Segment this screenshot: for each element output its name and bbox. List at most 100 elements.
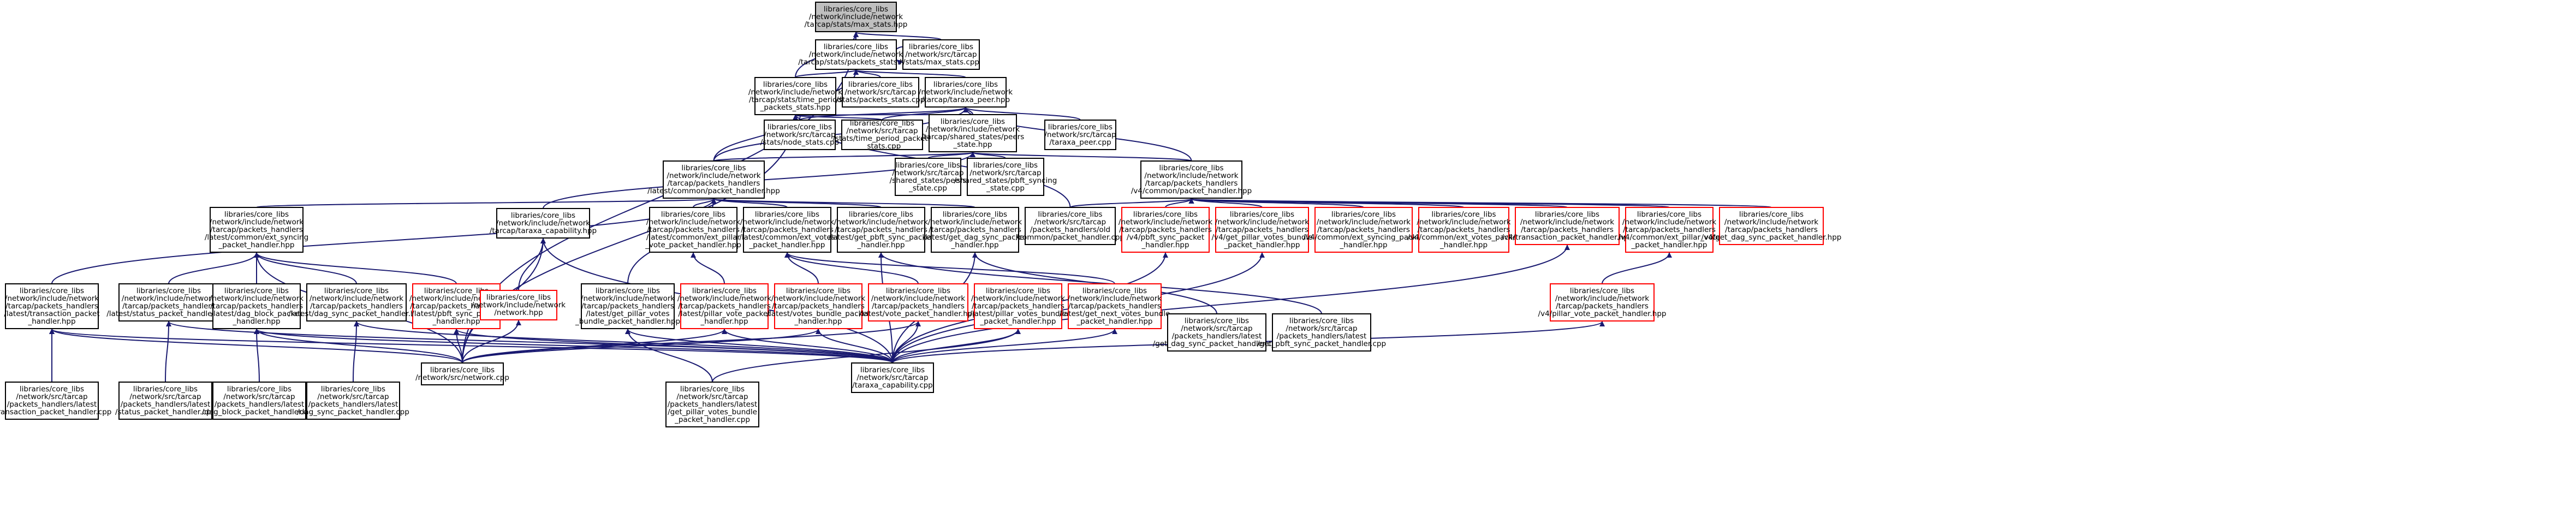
node-packets_stats_cpp[interactable]: libraries/core_libs/network/src/tarcap/s… bbox=[836, 77, 925, 108]
node-label-line: /network/src/tarcap bbox=[317, 392, 389, 401]
node-ext_pillar_vote_packet_handler[interactable]: libraries/core_libs/network/include/netw… bbox=[645, 207, 741, 253]
node-taraxa_peer_hpp[interactable]: libraries/core_libs/network/include/netw… bbox=[919, 77, 1013, 108]
node-dag_block_packet_handler[interactable]: libraries/core_libs/network/include/netw… bbox=[210, 283, 304, 329]
node-label-line: libraries/core_libs bbox=[133, 385, 198, 394]
node-v4_pbft_sync_packet_handler[interactable]: libraries/core_libs/network/include/netw… bbox=[1119, 207, 1212, 253]
node-get_pbft_sync_packet_handler[interactable]: libraries/core_libs/network/include/netw… bbox=[829, 207, 934, 253]
node-v4_ext_syncing_packet_handler[interactable]: libraries/core_libs/network/include/netw… bbox=[1304, 207, 1424, 253]
node-label-line: /latest/common/packet_handler.hpp bbox=[647, 187, 780, 195]
node-label-line: libraries/core_libs bbox=[1038, 210, 1102, 219]
node-label-line: /tarcap/packets_handlers bbox=[1725, 225, 1818, 234]
node-peers_state_cpp[interactable]: libraries/core_libs/network/src/tarcap/s… bbox=[890, 158, 967, 196]
node-label-line: /network/include/network bbox=[740, 218, 834, 227]
node-label-line: _vote_packet_handler.hpp bbox=[645, 241, 741, 249]
node-get_next_votes_bundle_packet_handler[interactable]: libraries/core_libs/network/include/netw… bbox=[1060, 283, 1170, 329]
node-label-line: /tarcap/packets_handlers bbox=[310, 302, 403, 311]
node-v4_ext_votes_packet_handler[interactable]: libraries/core_libs/network/include/netw… bbox=[1408, 207, 1520, 253]
node-label-line: /tarcap/packets_handlers bbox=[1119, 225, 1212, 234]
node-network_cpp[interactable]: libraries/core_libs/network/src/network.… bbox=[415, 362, 509, 385]
node-label-line: _handler.hpp bbox=[232, 317, 280, 326]
node-box bbox=[306, 283, 407, 322]
node-box bbox=[1272, 313, 1371, 352]
node-label-line: /tarcap/packets_handlers bbox=[741, 225, 834, 234]
node-time_period_hpp[interactable]: libraries/core_libs/network/include/netw… bbox=[748, 77, 842, 115]
node-max_stats_cpp[interactable]: libraries/core_libs/network/src/tarcap/s… bbox=[902, 39, 980, 70]
node-status_packet_handler[interactable]: libraries/core_libs/network/include/netw… bbox=[106, 283, 231, 322]
node-latest_get_dag_sync_packet_handler[interactable]: libraries/core_libs/network/include/netw… bbox=[923, 207, 1027, 253]
node-pillar_votes_bundle_packet_handler[interactable]: libraries/core_libs/network/include/netw… bbox=[969, 283, 1067, 329]
node-label-line: /tarcap/packets_handlers bbox=[5, 302, 98, 311]
node-v4_get_pillar_votes_bundle[interactable]: libraries/core_libs/network/include/netw… bbox=[1212, 207, 1313, 253]
node-box bbox=[837, 207, 925, 253]
edge-dag_sync_packet_handler-to-ext_syncing_packet_handler bbox=[254, 252, 357, 284]
edge-v4_get_dag_sync_packet_handler-to-v4_common_packet_handler bbox=[1189, 198, 1772, 208]
node-box bbox=[421, 362, 504, 385]
node-peers_state_hpp[interactable]: libraries/core_libs/network/include/netw… bbox=[921, 114, 1024, 152]
node-status_packet_handler_cpp[interactable]: libraries/core_libs/network/src/tarcap/p… bbox=[115, 382, 216, 420]
node-box bbox=[1121, 207, 1210, 253]
node-box bbox=[764, 120, 836, 150]
node-ext_votes_packet_handler[interactable]: libraries/core_libs/network/include/netw… bbox=[739, 207, 835, 253]
node-label-line: /v4/get_dag_sync_packet_handler.hpp bbox=[1702, 233, 1842, 242]
edge-v4_common_packet_handler-to-peers_state_hpp bbox=[970, 152, 1192, 162]
node-label-line: /shared_states/peers bbox=[890, 176, 967, 185]
node-box bbox=[842, 77, 919, 108]
node-transaction_packet_handler_cpp[interactable]: libraries/core_libs/network/src/tarcap/p… bbox=[0, 382, 111, 420]
node-label-line: /get_pbft_sync_packet_handler.cpp bbox=[1257, 340, 1386, 348]
node-dag_sync_packet_handler[interactable]: libraries/core_libs/network/include/netw… bbox=[288, 283, 425, 322]
node-label-line: /latest/transaction_packet bbox=[4, 309, 99, 318]
node-pbft_sync_packet_handler[interactable]: libraries/core_libs/network/include/netw… bbox=[409, 283, 503, 329]
node-label-line: libraries/core_libs bbox=[20, 287, 84, 295]
node-pbft_syncing_state_cpp[interactable]: libraries/core_libs/network/src/tarcap/s… bbox=[954, 158, 1057, 196]
node-label-line: /network/include/network bbox=[926, 125, 1020, 134]
node-network_hpp[interactable]: libraries/core_libs/network/include/netw… bbox=[472, 290, 566, 320]
node-label-line: /packets_handlers/latest bbox=[1277, 332, 1367, 341]
node-get_pbft_sync_packet_handler_cpp[interactable]: libraries/core_libs/network/src/tarcap/p… bbox=[1257, 313, 1386, 352]
node-label-line: /tarcap/packets_handlers bbox=[929, 225, 1021, 234]
node-v4_get_dag_sync_packet_handler[interactable]: libraries/core_libs/network/include/netw… bbox=[1702, 207, 1842, 245]
node-label-line: /tarcap/packets_handlers bbox=[872, 302, 965, 311]
node-latest_common_packet_handler[interactable]: libraries/core_libs/network/include/netw… bbox=[647, 160, 780, 199]
node-vote_packet_handler[interactable]: libraries/core_libs/network/include/netw… bbox=[859, 283, 977, 322]
node-label-line: /network/include/network bbox=[677, 294, 771, 303]
node-get_pillar_votes_bundle_packet_handler[interactable]: libraries/core_libs/network/include/netw… bbox=[575, 283, 680, 329]
node-label-line: /network/include/network bbox=[928, 218, 1022, 227]
edge-get_pbft_sync_packet_handler_cpp-to-get_pbft_sync_packet_handler bbox=[878, 252, 1322, 314]
node-label-line: libraries/core_libs bbox=[424, 287, 489, 295]
node-v4_transaction_packet_handler[interactable]: libraries/core_libs/network/include/netw… bbox=[1502, 207, 1633, 245]
node-time_period_cpp[interactable]: libraries/core_libs/network/src/tarcap/s… bbox=[832, 119, 931, 151]
node-box bbox=[895, 158, 961, 196]
node-label-line: /v4/pbft_sync_packet bbox=[1127, 233, 1204, 242]
node-get_pillar_votes_bundle_packet_handler_cpp[interactable]: libraries/core_libs/network/src/tarcap/p… bbox=[665, 382, 759, 427]
node-taraxa_peer_cpp[interactable]: libraries/core_libs/network/src/tarcap/t… bbox=[1044, 120, 1116, 150]
node-v4_common_packet_handler[interactable]: libraries/core_libs/network/include/netw… bbox=[1131, 160, 1252, 199]
node-v4_ext_pillar_vote_packet_handler[interactable]: libraries/core_libs/network/include/netw… bbox=[1618, 207, 1721, 253]
node-v4_pillar_vote_packet_handler[interactable]: libraries/core_libs/network/include/netw… bbox=[1538, 283, 1667, 322]
node-taraxa_capability_cpp[interactable]: libraries/core_libs/network/src/tarcap/t… bbox=[851, 362, 934, 393]
edge-pbft_sync_packet_handler-to-ext_syncing_packet_handler bbox=[254, 252, 457, 284]
node-taraxa_capability_hpp[interactable]: libraries/core_libs/network/include/netw… bbox=[490, 208, 597, 239]
node-label-line: /latest/status_packet_handler.hpp bbox=[106, 309, 231, 318]
node-label-line: /tarcap/packets_handlers bbox=[210, 302, 303, 311]
edge-taraxa_capability_cpp-to-v4_transaction_packet_handler bbox=[892, 245, 1570, 364]
edge-old_common_packet_handler_cpp-to-v4_common_packet_handler bbox=[1069, 198, 1194, 208]
node-box bbox=[1025, 207, 1116, 245]
node-ext_syncing_packet_handler[interactable]: libraries/core_libs/network/include/netw… bbox=[205, 207, 308, 253]
node-pillar_vote_packet_handler[interactable]: libraries/core_libs/network/include/netw… bbox=[677, 283, 771, 329]
node-root[interactable]: libraries/core_libs/network/include/netw… bbox=[805, 2, 908, 32]
node-packets_stats_hpp[interactable]: libraries/core_libs/network/include/netw… bbox=[798, 39, 914, 70]
edge-status_packet_handler-to-ext_syncing_packet_handler bbox=[168, 252, 259, 284]
edge-taraxa_capability_cpp-to-pillar_vote_packet_handler bbox=[722, 329, 893, 364]
node-votes_bundle_packet_handler[interactable]: libraries/core_libs/network/include/netw… bbox=[767, 283, 870, 329]
node-label-line: /tarcap/packets_handlers bbox=[122, 302, 215, 311]
node-dag_sync_packet_handler_cpp[interactable]: libraries/core_libs/network/src/tarcap/p… bbox=[297, 382, 409, 420]
node-label-line: /latest/common/ext_syncing bbox=[205, 233, 308, 242]
node-dag_block_packet_handler_cpp[interactable]: libraries/core_libs/network/src/tarcap/p… bbox=[202, 382, 317, 420]
node-label-line: libraries/core_libs bbox=[661, 210, 725, 219]
node-transaction_packet_handler[interactable]: libraries/core_libs/network/include/netw… bbox=[4, 283, 100, 329]
node-box bbox=[815, 2, 897, 32]
node-get_dag_sync_packet_handler_cpp[interactable]: libraries/core_libs/network/src/tarcap/p… bbox=[1153, 313, 1281, 352]
node-label-line: _packet_handler.cpp bbox=[674, 415, 750, 424]
node-old_common_packet_handler_cpp[interactable]: libraries/core_libs/network/src/tarcap/p… bbox=[1016, 207, 1125, 245]
node-node_stats_cpp[interactable]: libraries/core_libs/network/src/tarcap/s… bbox=[760, 120, 839, 150]
